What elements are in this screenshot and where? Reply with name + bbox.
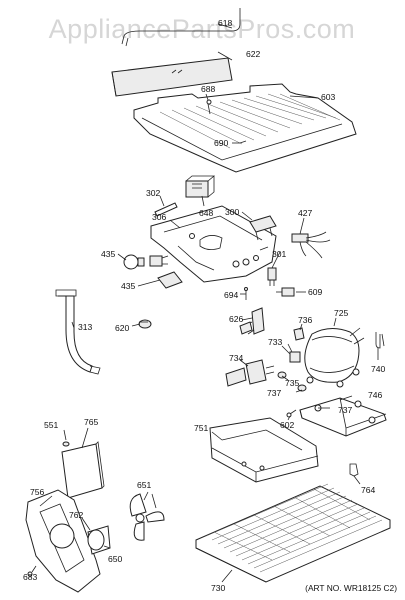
label-300: 300 (225, 207, 240, 217)
label-551: 551 (44, 420, 59, 430)
base-plate-746-part (299, 397, 387, 437)
fan-shroud-765-part (61, 441, 105, 499)
grommet-620-part (138, 319, 152, 329)
thermostat-648-part (185, 175, 216, 198)
label-762: 762 (69, 510, 84, 520)
light-bulb-part (123, 254, 145, 270)
shelf-603-part (133, 83, 357, 173)
overload-733-part (281, 345, 301, 363)
fan-motor-mount-756-part (25, 489, 101, 593)
label-734: 734 (229, 353, 244, 363)
label-313: 313 (78, 322, 93, 332)
relay-626-part (239, 307, 265, 335)
label-650: 650 (108, 554, 123, 564)
label-735: 735 (285, 378, 300, 388)
screw-551-part (62, 441, 70, 447)
part-labels: 618 622 688 603 690 302 648 300 427 306 … (23, 18, 386, 593)
label-740: 740 (371, 364, 386, 374)
label-618: 618 (218, 18, 233, 28)
label-737b: 737 (338, 405, 353, 415)
fan-blade-651-part (129, 493, 165, 541)
screw-683-part (27, 571, 33, 577)
label-651: 651 (137, 480, 152, 490)
top-cover-part (111, 57, 233, 97)
label-737a: 737 (267, 388, 282, 398)
label-609: 609 (308, 287, 323, 297)
top-wire-part (121, 8, 241, 47)
label-765: 765 (84, 417, 99, 427)
label-736: 736 (298, 315, 313, 325)
switch-300-part (249, 215, 277, 241)
capacitor-part (225, 367, 247, 387)
drain-tube-313-part (55, 289, 101, 375)
label-725: 725 (334, 308, 349, 318)
watermark: AppliancePartsPros.com (49, 14, 356, 44)
label-648: 648 (199, 208, 214, 218)
grommet-737-part (297, 384, 307, 392)
label-751: 751 (194, 423, 209, 433)
light-socket-part (157, 271, 183, 289)
screw-694-part (244, 287, 248, 300)
clip-764-part (349, 463, 359, 477)
label-756: 756 (30, 487, 45, 497)
label-733: 733 (268, 337, 283, 347)
start-device-734-part (245, 359, 275, 385)
label-690: 690 (214, 138, 229, 148)
label-620: 620 (115, 323, 130, 333)
label-622: 622 (246, 49, 261, 59)
wire-connector-609-part (276, 287, 295, 297)
label-602: 602 (280, 420, 295, 430)
label-603: 603 (321, 92, 336, 102)
leader-lines (31, 23, 379, 583)
label-688: 688 (201, 84, 216, 94)
clip-736-part (293, 327, 305, 341)
socket-part (149, 255, 169, 267)
control-housing-306-part (150, 205, 277, 283)
compressor-725-part (304, 327, 365, 388)
plug-301-part (267, 267, 277, 286)
label-764: 764 (361, 485, 376, 495)
label-694: 694 (224, 290, 239, 300)
label-730: 730 (211, 583, 226, 593)
wire-harness-427-part (291, 231, 331, 259)
label-435a: 435 (101, 249, 116, 259)
screw-602-part (286, 409, 297, 418)
condenser-coil-730-part (195, 483, 391, 583)
label-427: 427 (298, 208, 313, 218)
fan-motor-762-part (87, 525, 111, 555)
label-306: 306 (152, 212, 167, 222)
label-302: 302 (146, 188, 161, 198)
art-number: (ART NO. WR18125 C2) (305, 583, 397, 593)
drain-pan-751-part (209, 417, 319, 483)
grommet-735-part (277, 371, 287, 379)
rod-302-part (154, 202, 178, 217)
label-626: 626 (229, 314, 244, 324)
label-435b: 435 (121, 281, 136, 291)
label-301: 301 (272, 249, 287, 259)
label-746: 746 (368, 390, 383, 400)
bracket-740-part (375, 332, 385, 349)
label-683: 683 (23, 572, 38, 582)
